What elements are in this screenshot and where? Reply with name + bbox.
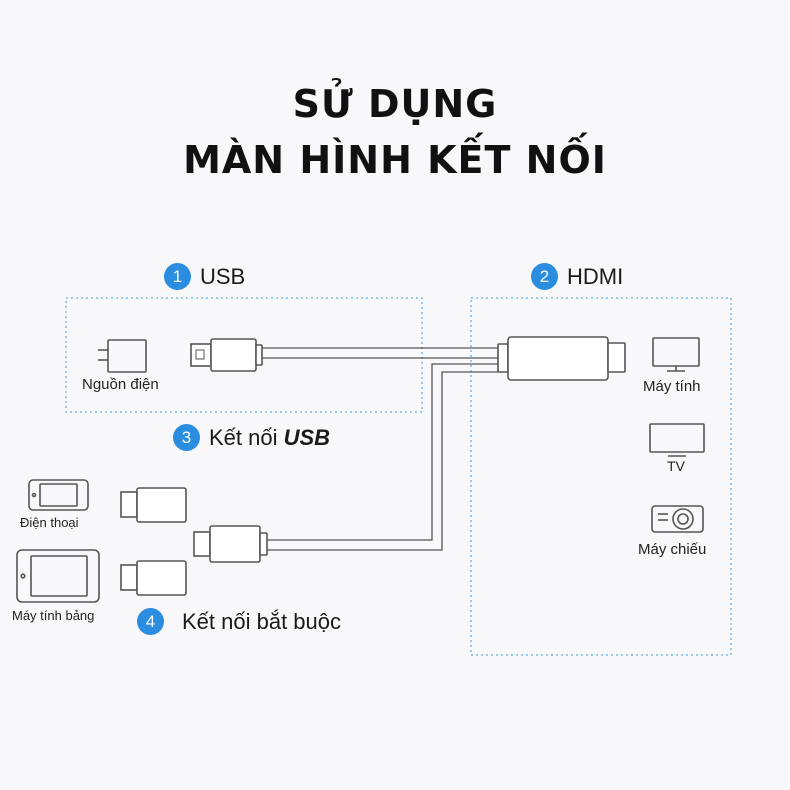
phone-icon xyxy=(28,479,89,511)
hdmi-plug-icon xyxy=(497,336,626,381)
label-power: Nguồn điện xyxy=(82,376,159,393)
tv-icon xyxy=(649,423,705,457)
usb-plug-icon xyxy=(190,338,263,372)
connector-icon xyxy=(120,487,187,523)
title-line-1: SỬ DỤNG xyxy=(292,82,498,126)
step-label: USB xyxy=(200,263,246,289)
step-badge: 1 xyxy=(164,263,191,290)
link-cable xyxy=(266,363,498,551)
step-badge: 2 xyxy=(531,263,558,290)
label-phone: Điện thoại xyxy=(20,515,79,530)
label-tablet: Máy tính bảng xyxy=(12,608,95,623)
connector-icon xyxy=(120,560,187,596)
step-3: 3 Kết nối USB xyxy=(173,424,330,451)
label-tv: TV xyxy=(667,458,685,474)
step-badge: 4 xyxy=(137,608,164,635)
step-4: 4 Kết nối bắt buộc xyxy=(137,608,341,635)
label-projector: Máy chiếu xyxy=(638,541,707,558)
hdmi-zone-box xyxy=(470,297,732,656)
label-computer: Máy tính xyxy=(643,378,701,395)
step-label: Kết nối bắt buộc xyxy=(182,608,342,634)
power-adapter-icon xyxy=(98,339,147,373)
monitor-icon xyxy=(652,337,700,372)
usb-cable xyxy=(260,347,498,359)
tablet-icon xyxy=(16,549,100,603)
step-badge: 3 xyxy=(173,424,200,451)
step-2: 2 HDMI xyxy=(531,263,623,290)
step-label: Kết nối xyxy=(209,424,284,450)
step-label: HDMI xyxy=(567,263,624,289)
title-line-2: MÀN HÌNH KẾT NỐI xyxy=(183,138,607,182)
step-label-emphasis: USB xyxy=(283,424,331,450)
micro-plug-icon xyxy=(193,525,268,563)
projector-icon xyxy=(651,505,704,533)
step-1: 1 USB xyxy=(164,263,245,290)
